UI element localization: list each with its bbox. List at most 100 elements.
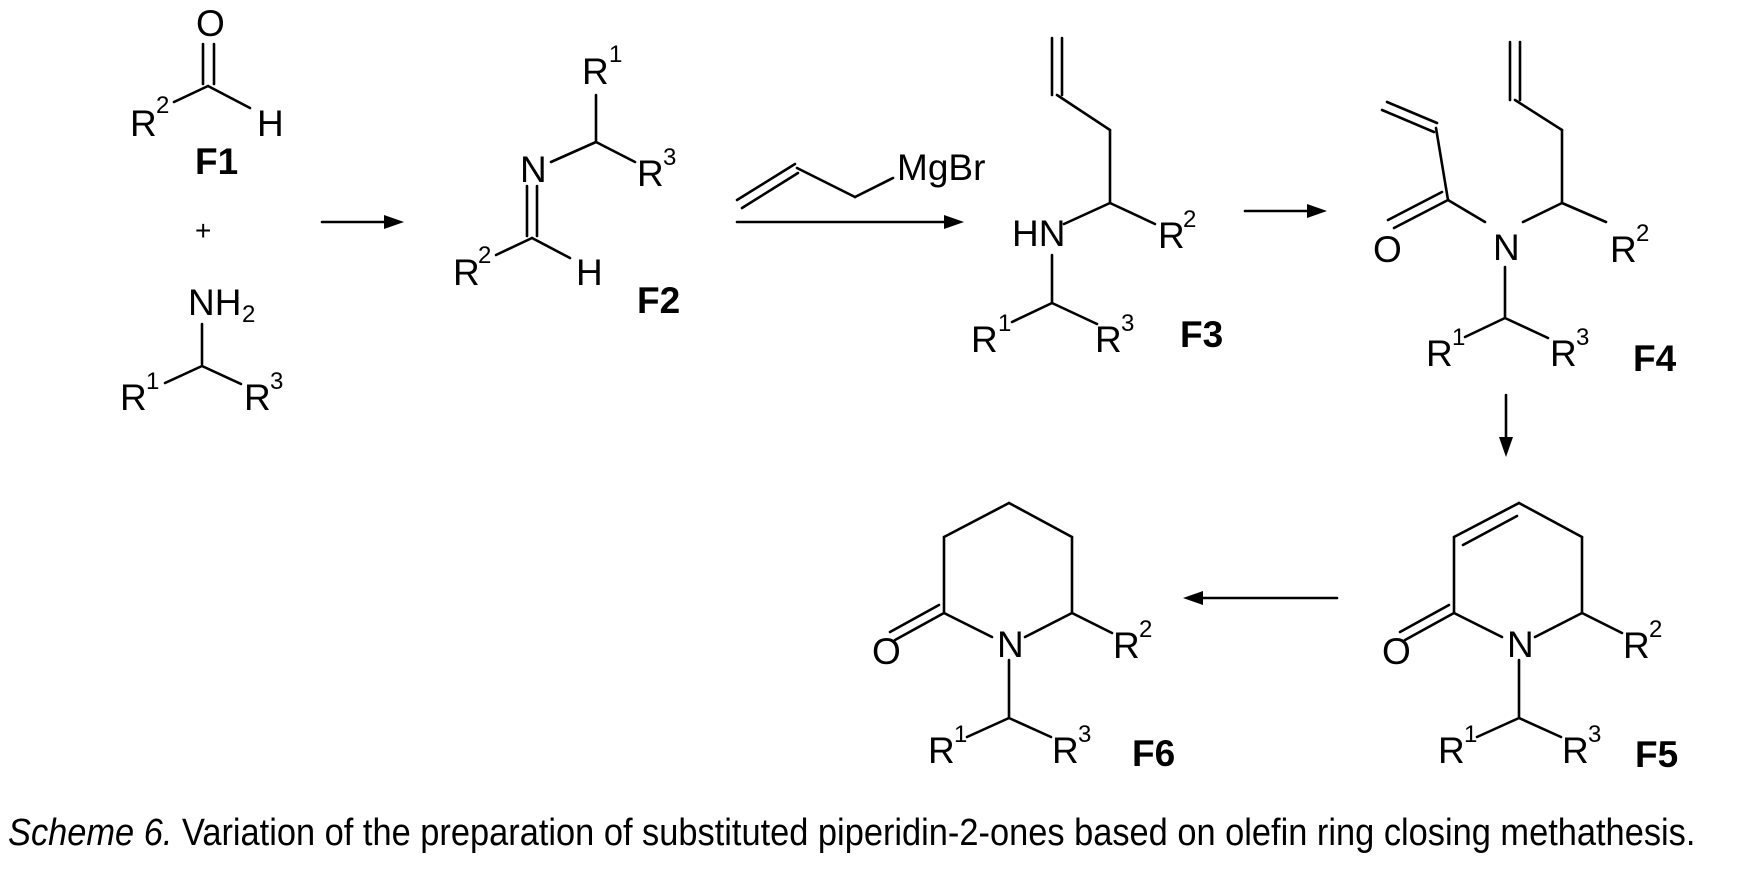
atom-R: R [1550,333,1577,374]
atom-R: R [1095,319,1122,360]
compound-F5-dihydropyridinone: O N R 2 R 1 R 3 F5 [1382,503,1678,775]
atom-R: R [1562,730,1589,771]
bond [1009,718,1051,737]
superscript-1: 1 [1452,324,1465,351]
bond [967,718,1009,737]
label-F3: F3 [1180,314,1223,355]
atom-HN: HN [1012,213,1065,254]
bond [596,142,635,162]
superscript-1: 1 [609,41,622,68]
bond [496,238,532,255]
arrow-head [944,215,964,229]
bond [1465,318,1505,337]
atom-R: R [453,252,480,293]
superscript-2: 2 [478,242,491,269]
bond [532,238,570,258]
compound-F1-aldehyde: O R 2 H F1 [130,3,284,182]
bond [165,366,202,383]
atom-R: R [1438,730,1465,771]
atom-R: R [130,103,157,144]
atom-O: O [872,631,901,672]
bond [1025,613,1072,637]
atom-R: R [637,153,664,194]
reaction-scheme: O R 2 H F1 + NH 2 R 1 R 3 R 1 N R 3 R 2 [0,0,1748,800]
subscript-2: 2 [242,301,255,328]
bond [1064,203,1110,224]
superscript-1: 1 [146,368,159,395]
atom-N: N [520,149,547,190]
arrow-head [384,215,404,229]
bond [202,366,241,384]
label-F1: F1 [195,141,238,182]
bond [1448,200,1485,222]
bond [1523,203,1562,222]
atom-R: R [1052,730,1079,771]
reaction-arrow [322,215,404,229]
label-F4: F4 [1633,338,1677,379]
bond [1535,613,1582,637]
bond [1057,95,1110,130]
figure-caption: Scheme 6. Variation of the preparation o… [8,808,1579,858]
atom-N: N [1507,624,1534,665]
plus-sign: + [195,215,211,246]
atom-R: R [1610,229,1637,270]
atom-R: R [971,319,998,360]
atom-NH: NH [188,282,241,323]
atom-N: N [1493,227,1520,268]
superscript-3: 3 [1078,721,1091,748]
label-F6: F6 [1132,733,1175,774]
atom-O: O [196,3,225,44]
atom-O: O [1373,229,1402,270]
bond [1515,100,1562,130]
superscript-1: 1 [1464,721,1477,748]
atom-R: R [244,377,271,418]
atom-H: H [576,252,603,293]
atom-R: R [582,51,609,92]
atom-H: H [257,103,284,144]
bond [1454,613,1502,637]
compound-F3-homoallylamine: HN R 2 R 1 R 3 F3 [971,38,1223,360]
bond [1009,503,1072,537]
superscript-1: 1 [954,721,967,748]
superscript-2: 2 [1183,206,1196,233]
bond [1382,110,1434,132]
bond [1436,128,1448,200]
arrow-head [1499,437,1513,457]
superscript-3: 3 [1588,721,1601,748]
superscript-3: 3 [270,368,283,395]
bond [1519,503,1582,537]
reagent-allylmagnesium-bromide: MgBr [737,147,985,208]
caption-prefix: Scheme 6. [8,812,172,854]
reaction-arrow [737,215,964,229]
bond [1110,203,1155,224]
reaction-arrow [1245,204,1327,218]
superscript-3: 3 [1121,310,1134,337]
atom-R: R [1158,215,1185,256]
bond [174,86,208,102]
bond [1463,516,1517,545]
label-F2: F2 [637,280,680,321]
bond [1012,303,1052,322]
bond [797,168,855,197]
reaction-arrow [1183,591,1337,605]
label-F5: F5 [1635,734,1678,775]
superscript-1: 1 [998,310,1011,337]
bond [1582,613,1622,633]
bond [1505,318,1548,338]
atom-O: O [1382,631,1411,672]
superscript-2: 2 [1649,616,1662,643]
atom-R: R [1426,333,1453,374]
bond [944,613,992,637]
reagent-MgBr: MgBr [897,147,985,188]
atom-R: R [1623,625,1650,666]
compound-F6-piperidinone: O N R 2 R 1 R 3 F6 [872,503,1175,774]
atom-R: R [928,730,955,771]
bond [855,178,893,197]
bond [1072,613,1112,633]
bond [208,86,250,108]
arrow-head [1307,204,1327,218]
atom-R: R [1113,625,1140,666]
superscript-2: 2 [156,92,169,119]
compound-amine: NH 2 R 1 R 3 [120,282,283,418]
bond [1387,102,1437,123]
